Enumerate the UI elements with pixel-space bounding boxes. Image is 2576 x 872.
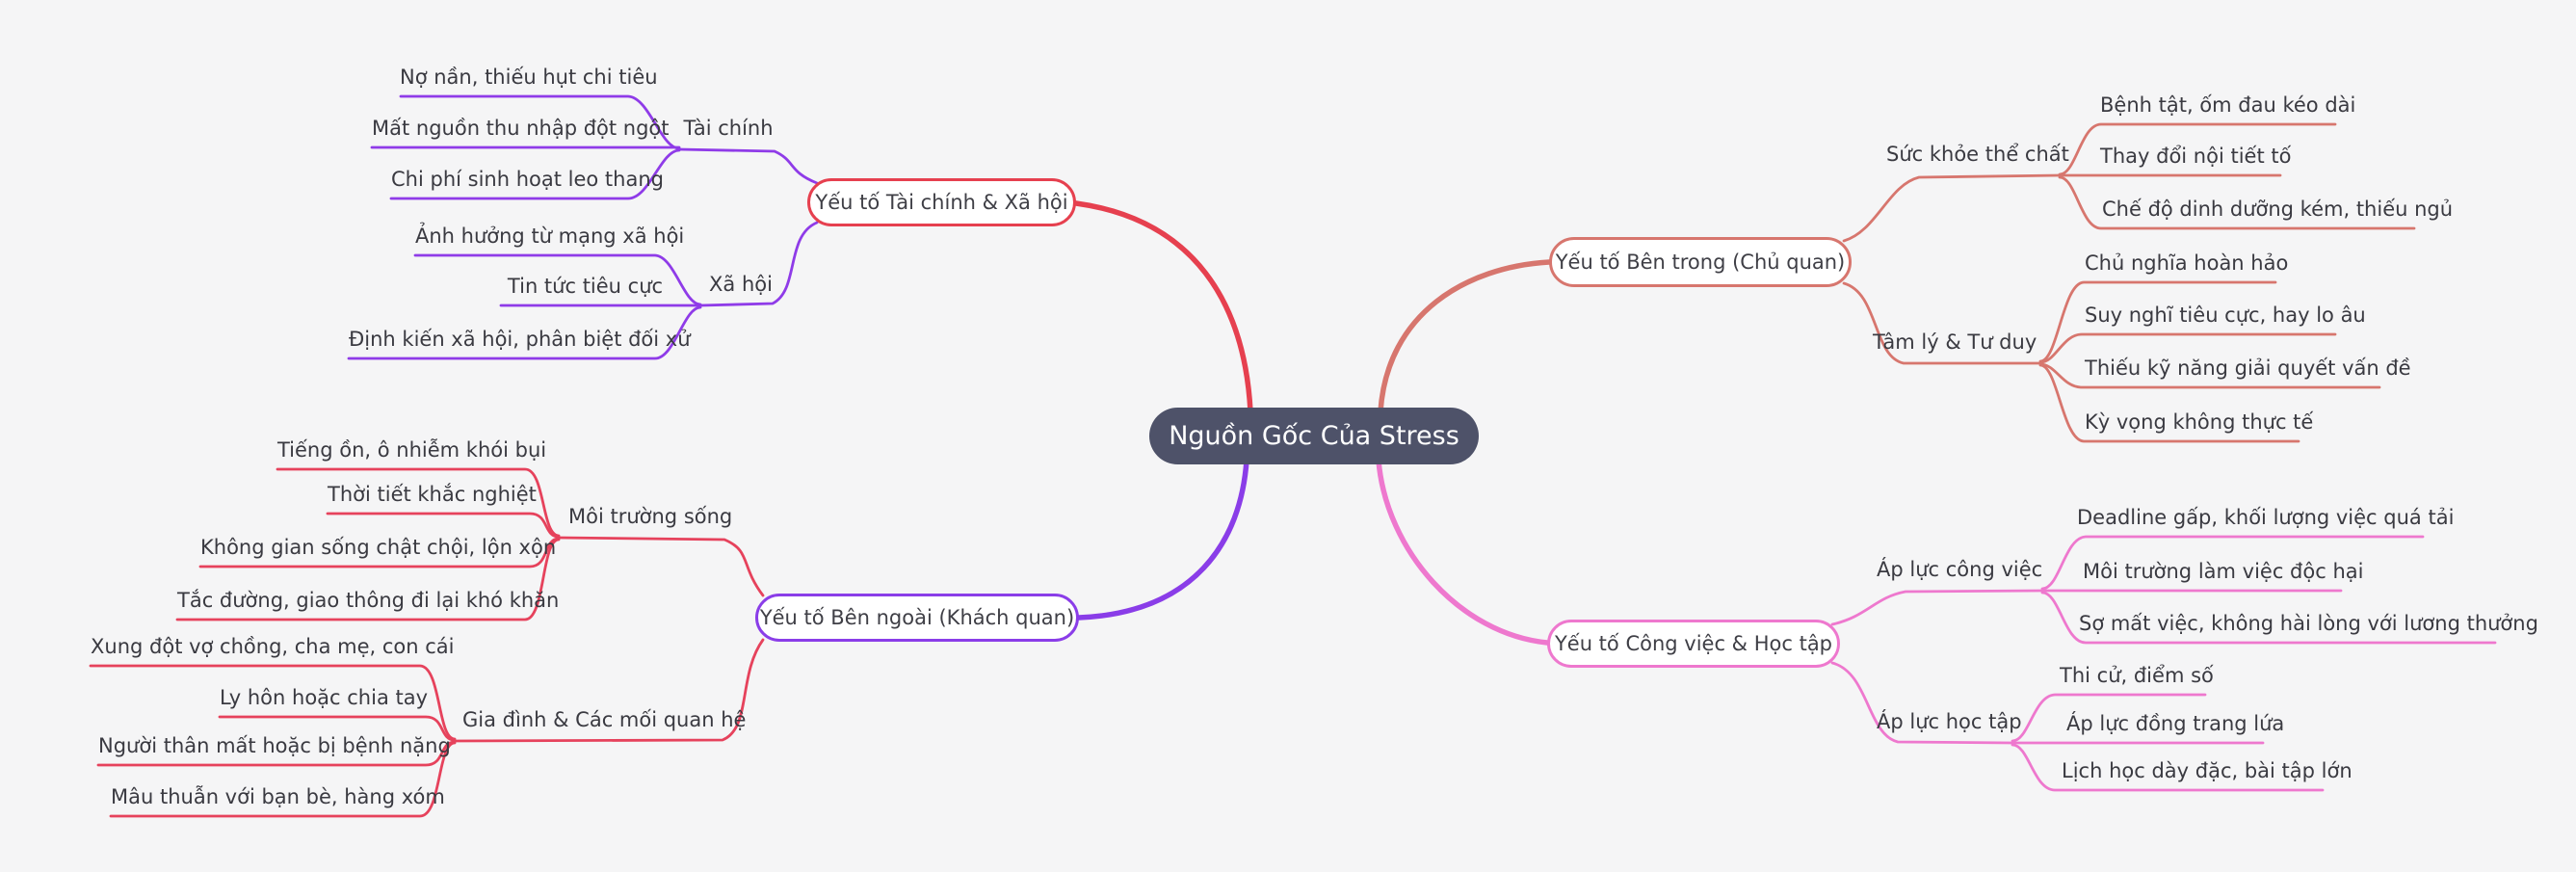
link-subtopic-study-pressure xyxy=(1830,661,2014,745)
leaf-negative-news[interactable]: Tin tức tiêu cực xyxy=(507,275,664,298)
leaf-lack-problem-solving[interactable]: Thiếu kỹ năng giải quyết vấn đề xyxy=(2085,357,2411,380)
link-leaf xyxy=(2058,175,2416,230)
branch-label: Yếu tố Bên trong (Chủ quan) xyxy=(1555,251,1846,274)
subtopic-mindset[interactable]: Tâm lý & Tư duy xyxy=(1873,330,2037,354)
link-leaf xyxy=(2011,743,2325,792)
leaf-illness[interactable]: Bệnh tật, ốm đau kéo dài xyxy=(2100,93,2356,117)
leaf-debt-overspending[interactable]: Nợ nần, thiếu hụt chi tiêu xyxy=(400,66,658,89)
central-topic-node[interactable]: Nguồn Gốc Của Stress xyxy=(1149,408,1479,464)
link-leaf xyxy=(2011,693,2207,743)
link-leaf xyxy=(2038,332,2337,364)
leaf-hormonal-changes[interactable]: Thay đổi nội tiết tố xyxy=(2100,145,2292,168)
leaf-cramped-living-space[interactable]: Không gian sống chật chội, lộn xộn xyxy=(200,536,557,559)
link-subtopic-physical-health xyxy=(1842,173,2062,243)
link-leaf xyxy=(2038,280,2277,363)
leaf-unrealistic-expectations[interactable]: Kỳ vọng không thực tế xyxy=(2085,410,2314,434)
subtopic-study-pressure[interactable]: Áp lực học tập xyxy=(1877,710,2022,733)
leaf-loss-or-sick-relative[interactable]: Người thân mất hoặc bị bệnh nặng xyxy=(98,734,451,757)
link-subtopic-family xyxy=(453,638,765,743)
subtopic-work-pressure[interactable]: Áp lực công việc xyxy=(1877,558,2043,581)
subtopic-physical-health[interactable]: Sức khỏe thể chất xyxy=(1886,143,2069,166)
link-leaf xyxy=(89,664,457,741)
leaf-peer-pressure[interactable]: Áp lực đồng trang lứa xyxy=(2066,712,2285,735)
link-subtopic-finance xyxy=(677,147,819,185)
leaf-sudden-income-loss[interactable]: Mất nguồn thu nhập đột ngột xyxy=(372,117,670,140)
link-leaf xyxy=(2040,535,2425,591)
link-branch-internal xyxy=(1378,259,1552,414)
link-leaf xyxy=(2038,362,2381,389)
link-subtopic-work-pressure xyxy=(1830,589,2044,626)
link-branch-external xyxy=(1076,458,1249,621)
link-branch-finance-social xyxy=(1073,200,1253,414)
branch-label: Yếu tố Công việc & Học tập xyxy=(1554,632,1833,655)
link-leaf xyxy=(347,305,702,360)
leaf-friend-neighbor-conflict[interactable]: Mâu thuẫn với bạn bè, hàng xóm xyxy=(111,785,445,808)
link-leaf xyxy=(413,253,702,306)
leaf-harsh-weather[interactable]: Thời tiết khắc nghiệt xyxy=(328,483,537,506)
leaf-job-insecurity-pay[interactable]: Sợ mất việc, không hài lòng với lương th… xyxy=(2079,612,2538,635)
leaf-family-conflict[interactable]: Xung đột vợ chồng, cha mẹ, con cái xyxy=(91,635,455,658)
link-leaf xyxy=(109,741,457,818)
central-topic-label: Nguồn Gốc Của Stress xyxy=(1169,421,1459,451)
leaf-exams-grades[interactable]: Thi cử, điểm số xyxy=(2060,664,2214,687)
branch-node-external[interactable]: Yếu tố Bên ngoài (Khách quan) xyxy=(755,594,1079,642)
leaf-rising-living-costs[interactable]: Chi phí sinh hoạt leo thang xyxy=(391,168,664,191)
leaf-negative-thinking[interactable]: Suy nghĩ tiêu cực, hay lo âu xyxy=(2085,304,2366,327)
leaf-perfectionism[interactable]: Chủ nghĩa hoàn hảo xyxy=(2085,251,2289,275)
link-leaf xyxy=(2038,363,2300,443)
branch-node-finance-social[interactable]: Yếu tố Tài chính & Xã hội xyxy=(807,178,1076,226)
link-leaf xyxy=(218,715,457,742)
leaf-prejudice-discrimination[interactable]: Định kiến xã hội, phân biệt đối xử xyxy=(349,328,691,351)
branch-label: Yếu tố Bên ngoài (Khách quan) xyxy=(759,606,1075,629)
link-subtopic-living-environment xyxy=(557,536,765,597)
leaf-poor-nutrition-sleep[interactable]: Chế độ dinh dưỡng kém, thiếu ngủ xyxy=(2102,198,2454,221)
subtopic-living-environment[interactable]: Môi trường sống xyxy=(568,505,733,528)
branch-node-internal[interactable]: Yếu tố Bên trong (Chủ quan) xyxy=(1549,237,1852,287)
link-branch-work-study xyxy=(1376,458,1550,646)
leaf-divorce-breakup[interactable]: Ly hôn hoặc chia tay xyxy=(220,686,429,709)
link-leaf xyxy=(175,538,561,621)
link-leaf xyxy=(2040,591,2497,645)
subtopic-family-relationships[interactable]: Gia đình & Các mối quan hệ xyxy=(462,708,747,731)
link-leaf xyxy=(276,467,561,538)
link-leaf xyxy=(2058,122,2337,176)
leaf-toxic-workplace[interactable]: Môi trường làm việc độc hại xyxy=(2083,560,2364,583)
link-leaf xyxy=(326,512,561,539)
leaf-packed-schedule[interactable]: Lịch học dày đặc, bài tập lớn xyxy=(2062,759,2353,782)
leaf-traffic-jams[interactable]: Tắc đường, giao thông đi lại khó khăn xyxy=(177,589,560,612)
leaf-tight-deadlines-overload[interactable]: Deadline gấp, khối lượng việc quá tải xyxy=(2077,506,2455,529)
subtopic-finance[interactable]: Tài chính xyxy=(683,117,774,140)
subtopic-social[interactable]: Xã hội xyxy=(709,273,773,296)
branch-node-work-study[interactable]: Yếu tố Công việc & Học tập xyxy=(1547,620,1840,668)
link-subtopic-mindset xyxy=(1842,281,2042,365)
link-leaf xyxy=(389,148,681,200)
branch-label: Yếu tố Tài chính & Xã hội xyxy=(815,191,1068,214)
leaf-social-media-influence[interactable]: Ảnh hưởng từ mạng xã hội xyxy=(415,225,685,248)
link-leaf xyxy=(198,537,561,568)
link-subtopic-social xyxy=(698,221,819,307)
leaf-noise-pollution[interactable]: Tiếng ồn, ô nhiễm khói bụi xyxy=(277,438,547,462)
link-leaf xyxy=(96,740,457,767)
